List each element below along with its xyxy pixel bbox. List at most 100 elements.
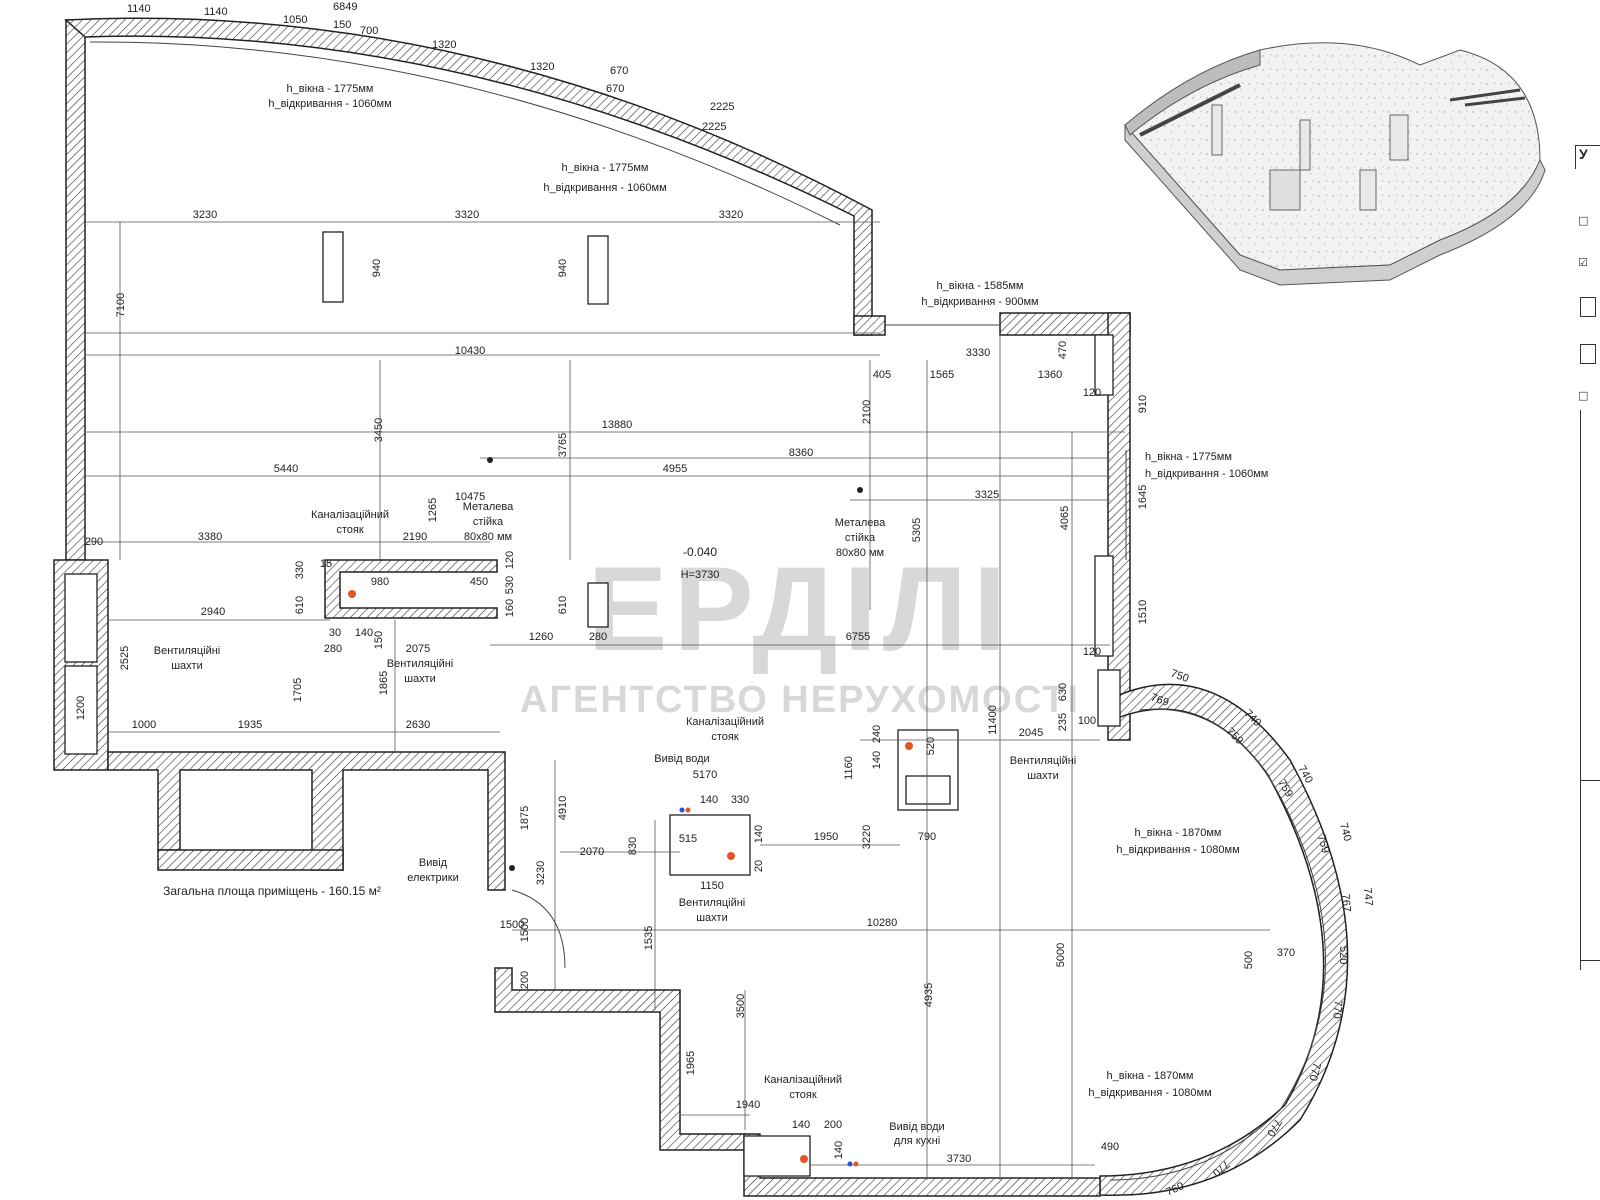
dim: 1260 xyxy=(529,631,553,643)
dim: 1500 xyxy=(519,918,531,942)
dim: 1535 xyxy=(643,926,655,950)
dim: 1000 xyxy=(132,719,156,731)
dim: 610 xyxy=(294,596,306,614)
dim: 1705 xyxy=(292,678,304,702)
column-right-low xyxy=(1097,669,1121,727)
dim: 5170 xyxy=(693,769,717,781)
legend-mark-1: □ xyxy=(1578,214,1589,227)
dim: 770 xyxy=(1330,1000,1344,1019)
iso-arc-wall xyxy=(1124,49,1261,136)
dim: 1510 xyxy=(1137,600,1149,624)
water-marker-kitchen-2 xyxy=(853,1161,859,1167)
iso-wall-back xyxy=(1124,123,1546,286)
dim: 140 xyxy=(753,825,765,843)
window-curve-upper-open: h_відкривання - 1080мм xyxy=(1116,844,1239,856)
iso-column-4 xyxy=(1359,169,1377,211)
dim: 769 xyxy=(1149,692,1170,710)
dim: 7100 xyxy=(115,293,127,317)
dim: 2525 xyxy=(119,646,131,670)
dim: 1940 xyxy=(736,1099,760,1111)
column-right-top xyxy=(1094,334,1114,396)
dim: 5305 xyxy=(911,518,923,542)
sewer-riser-center-2: стояк xyxy=(711,731,738,743)
metal-post-right-3: 80х80 мм xyxy=(836,547,884,559)
dim: 2940 xyxy=(201,606,225,618)
dim: 1950 xyxy=(814,831,838,843)
dim: 140 xyxy=(833,1141,845,1159)
dim: 140 xyxy=(792,1119,810,1131)
dim: 15 xyxy=(320,558,332,570)
dim: 3325 xyxy=(975,489,999,501)
metal-post-right-1: Металева xyxy=(835,517,886,529)
iso-left-windows xyxy=(1139,83,1241,137)
wall-left xyxy=(65,19,86,561)
dim: 2190 xyxy=(403,531,427,543)
kitchen-water-2: для кухні xyxy=(894,1135,940,1147)
dim: 500 xyxy=(1243,951,1255,969)
room-height: H=3730 xyxy=(681,569,720,581)
dim: 200 xyxy=(519,971,531,989)
column-right-mid xyxy=(1094,555,1114,657)
dim: 2630 xyxy=(406,719,430,731)
riser-marker-left xyxy=(348,590,356,598)
window-top-right-h: h_вікна - 1585мм xyxy=(937,280,1024,292)
dim: 6849 xyxy=(333,1,357,13)
dim: 2075 xyxy=(406,643,430,655)
dim: 1565 xyxy=(930,369,954,381)
dim: 3220 xyxy=(861,825,873,849)
iso-column-1 xyxy=(1211,104,1223,156)
iso-right-windows xyxy=(1449,88,1526,107)
window-top-left-h: h_вікна - 1775мм xyxy=(287,83,374,95)
dim: 1360 xyxy=(1038,369,1062,381)
window-top-mid-h: h_вікна - 1775мм xyxy=(562,162,649,174)
iso-column-2 xyxy=(1299,119,1311,171)
dim: 3500 xyxy=(735,994,747,1018)
dim: 3330 xyxy=(966,347,990,359)
sewer-riser-center-1: Каналізаційний xyxy=(686,716,764,728)
dim: 610 xyxy=(557,596,569,614)
markers xyxy=(348,457,913,1167)
vent-mid-left-1: Вентиляційні xyxy=(387,658,454,670)
riser-box-left xyxy=(324,559,498,619)
dim: 1965 xyxy=(685,1051,697,1075)
dimension-numbers: 1140 1140 1050 6849 150 700 1320 1320 67… xyxy=(75,1,1375,1199)
dimension-lines xyxy=(85,221,1270,1180)
electric-outlet-1: Вивід xyxy=(419,857,448,869)
vent-center-bottom-1: Вентиляційні xyxy=(679,897,746,909)
dim: 700 xyxy=(360,25,378,37)
dim: 1140 xyxy=(127,3,151,15)
dim: 450 xyxy=(470,576,488,588)
kitchen-water-1: Вивід води xyxy=(889,1121,944,1133)
window-top-right-open: h_відкривання - 900мм xyxy=(921,296,1038,308)
dim: 4910 xyxy=(557,796,569,820)
dim: 3450 xyxy=(373,418,385,442)
metal-post-left-1: Металева xyxy=(463,501,514,513)
metal-post-left-2: стійка xyxy=(473,516,504,528)
water-outlet: Вивід води xyxy=(654,753,709,765)
dim: 2045 xyxy=(1019,727,1043,739)
watermark-line: АГЕНТСТВО НЕРУХОМОСТІ xyxy=(520,679,1080,721)
dim: 6755 xyxy=(846,631,870,643)
legend-box-1 xyxy=(1580,297,1596,317)
dim: 470 xyxy=(1057,341,1069,359)
metal-post-left-3: 80х80 мм xyxy=(464,531,512,543)
dim: 759 xyxy=(1315,834,1331,855)
dim: 2225 xyxy=(702,121,726,133)
dim: 1050 xyxy=(283,14,307,26)
riser-box-bottom xyxy=(743,1135,811,1177)
dim: 8360 xyxy=(789,447,813,459)
dim: 670 xyxy=(606,83,624,95)
window-curve xyxy=(1109,708,1326,1181)
dim: 3230 xyxy=(193,209,217,221)
dim: 2225 xyxy=(710,101,734,113)
dim: 10475 xyxy=(455,491,486,503)
legend-rule-1 xyxy=(1580,780,1600,781)
dim: 10280 xyxy=(867,917,898,929)
metal-post-right xyxy=(857,487,863,493)
dim: 1865 xyxy=(378,671,390,695)
dim: 770 xyxy=(1306,1061,1322,1082)
window-curve-lower-open: h_відкривання - 1080мм xyxy=(1088,1087,1211,1099)
water-marker-center xyxy=(679,807,685,813)
dim: 11400 xyxy=(987,705,999,735)
